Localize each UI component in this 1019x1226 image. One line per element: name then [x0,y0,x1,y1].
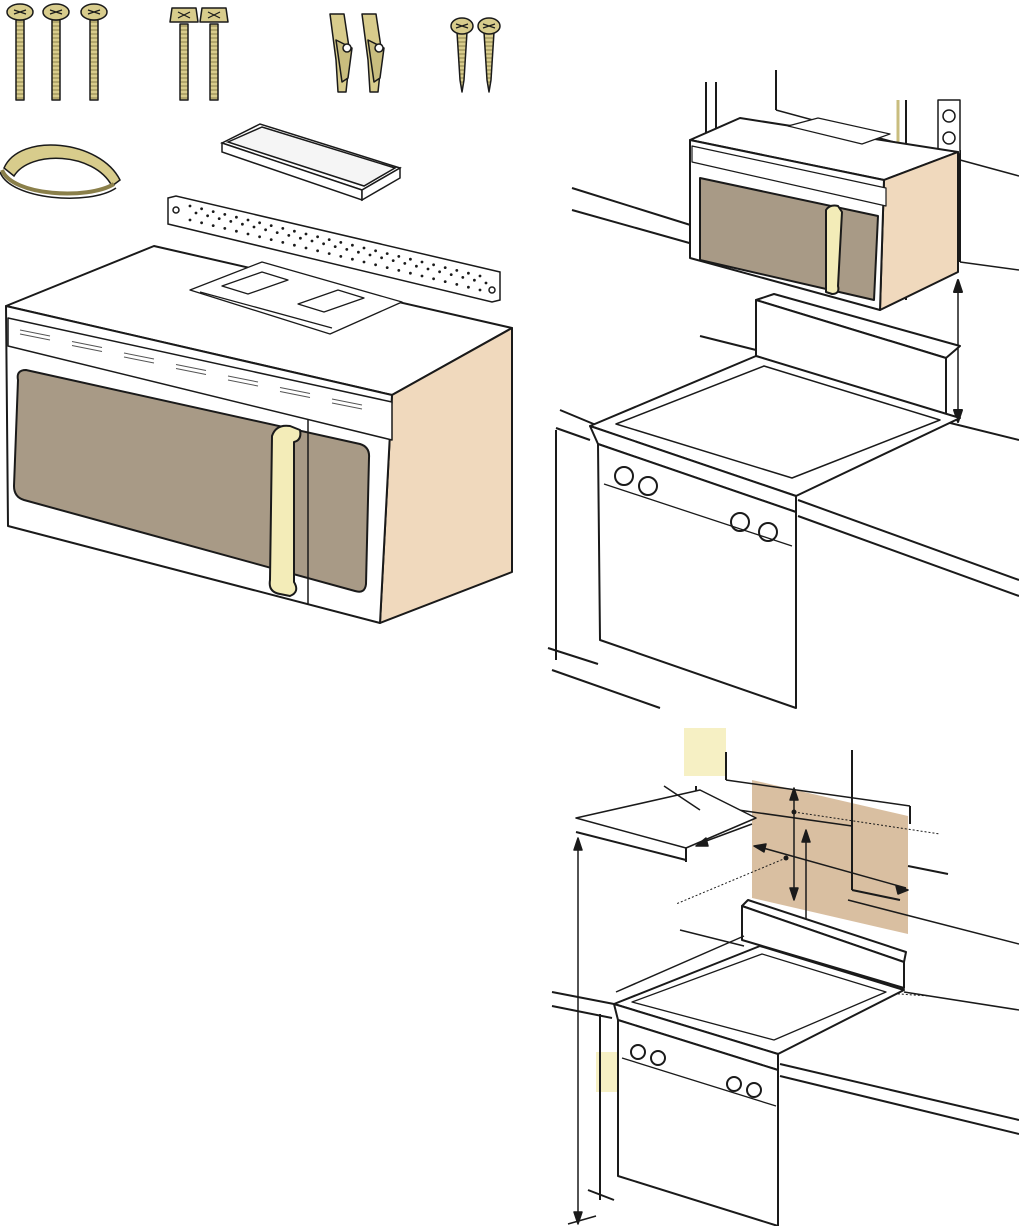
plate-hole [299,237,302,240]
plate-hole [473,279,476,282]
plate-hole [374,249,377,252]
plate-hole [293,244,296,247]
plate-hole [223,227,226,230]
bolt-1 [170,8,198,100]
bolt-2 [200,8,228,100]
plate-hole [334,245,337,248]
plate-hole [281,241,284,244]
plate-hole [276,231,279,234]
plate-hole [287,234,290,237]
plate-hole [421,261,424,264]
plate-hole [345,248,348,251]
wood-screw-2 [478,18,500,92]
plate-hole [432,263,435,266]
plate-hole [339,255,342,258]
plate-hole [229,220,232,223]
plate-hole [438,270,441,273]
plate-hole [467,286,470,289]
plate-hole [450,273,453,276]
plate-hole [363,261,366,264]
plate-hole [189,219,192,222]
plate-hole [223,213,226,216]
plate-hole [421,275,424,278]
long-screw-2 [43,4,69,100]
plate-hole [189,205,192,208]
plate-hole [258,221,261,224]
plate-hole [281,227,284,230]
plate-hole [403,262,406,265]
plate-hole [351,258,354,261]
plate-hole [247,233,250,236]
plate-hole [444,280,447,283]
plate-hole [397,255,400,258]
plate-hole [311,240,314,243]
plate-hole [427,268,430,271]
plate-hole [386,266,389,269]
plate-hole [415,265,418,268]
plate-hole [212,210,215,213]
plate-hole [235,216,238,219]
toggle-anchor-1 [330,14,352,92]
plate-hole [305,233,308,236]
plate-hole [380,256,383,259]
clearance-scene [552,728,1019,1226]
plate-hole [409,258,412,261]
plate-hole [258,235,261,238]
plate-hole [316,235,319,238]
plate-hole [253,226,256,229]
plate-hole [316,249,319,252]
power-outlet-icon [938,100,960,154]
plate-hole [461,276,464,279]
microwave-main [6,246,512,623]
plate-hole [386,252,389,255]
plate-hole [195,212,198,215]
plate-hole [432,277,435,280]
plate-hole [270,224,273,227]
plate-hole [479,275,482,278]
plate-hole [328,238,331,241]
plate-hole [369,254,372,257]
plate-hole [293,230,296,233]
plate-hole [235,230,238,233]
plate-hole [305,247,308,250]
exhaust-adapter [222,124,400,200]
plate-hole [206,214,209,217]
label-box-top [684,728,726,776]
plate-hole [363,247,366,250]
plate-hole [270,238,273,241]
plate-hole [455,269,458,272]
plate-hole [351,244,354,247]
plate-hole [392,259,395,262]
plate-hole [374,263,377,266]
toggle-anchor-2 [362,14,384,92]
plate-hole [397,269,400,272]
mounting-hardware [7,4,500,100]
plate-hole [409,272,412,275]
plate-hole [218,217,221,220]
plate-hole [322,242,325,245]
plate-hole [467,272,470,275]
installed-scene [548,70,1019,708]
plate-hole [328,252,331,255]
plate-hole [444,266,447,269]
long-screw-1 [7,4,33,100]
plate-hole [247,219,250,222]
plate-hole [200,221,203,224]
plate-hole [339,241,342,244]
plate-hole [455,283,458,286]
duct-ring [0,145,120,198]
wood-screw-1 [451,18,473,92]
plate-hole [479,289,482,292]
plate-hole [241,223,244,226]
plate-hole [357,251,360,254]
plate-hole [212,224,215,227]
long-screw-3 [81,4,107,100]
plate-hole [485,282,488,285]
plate-hole [264,228,267,231]
plate-hole [200,207,203,210]
